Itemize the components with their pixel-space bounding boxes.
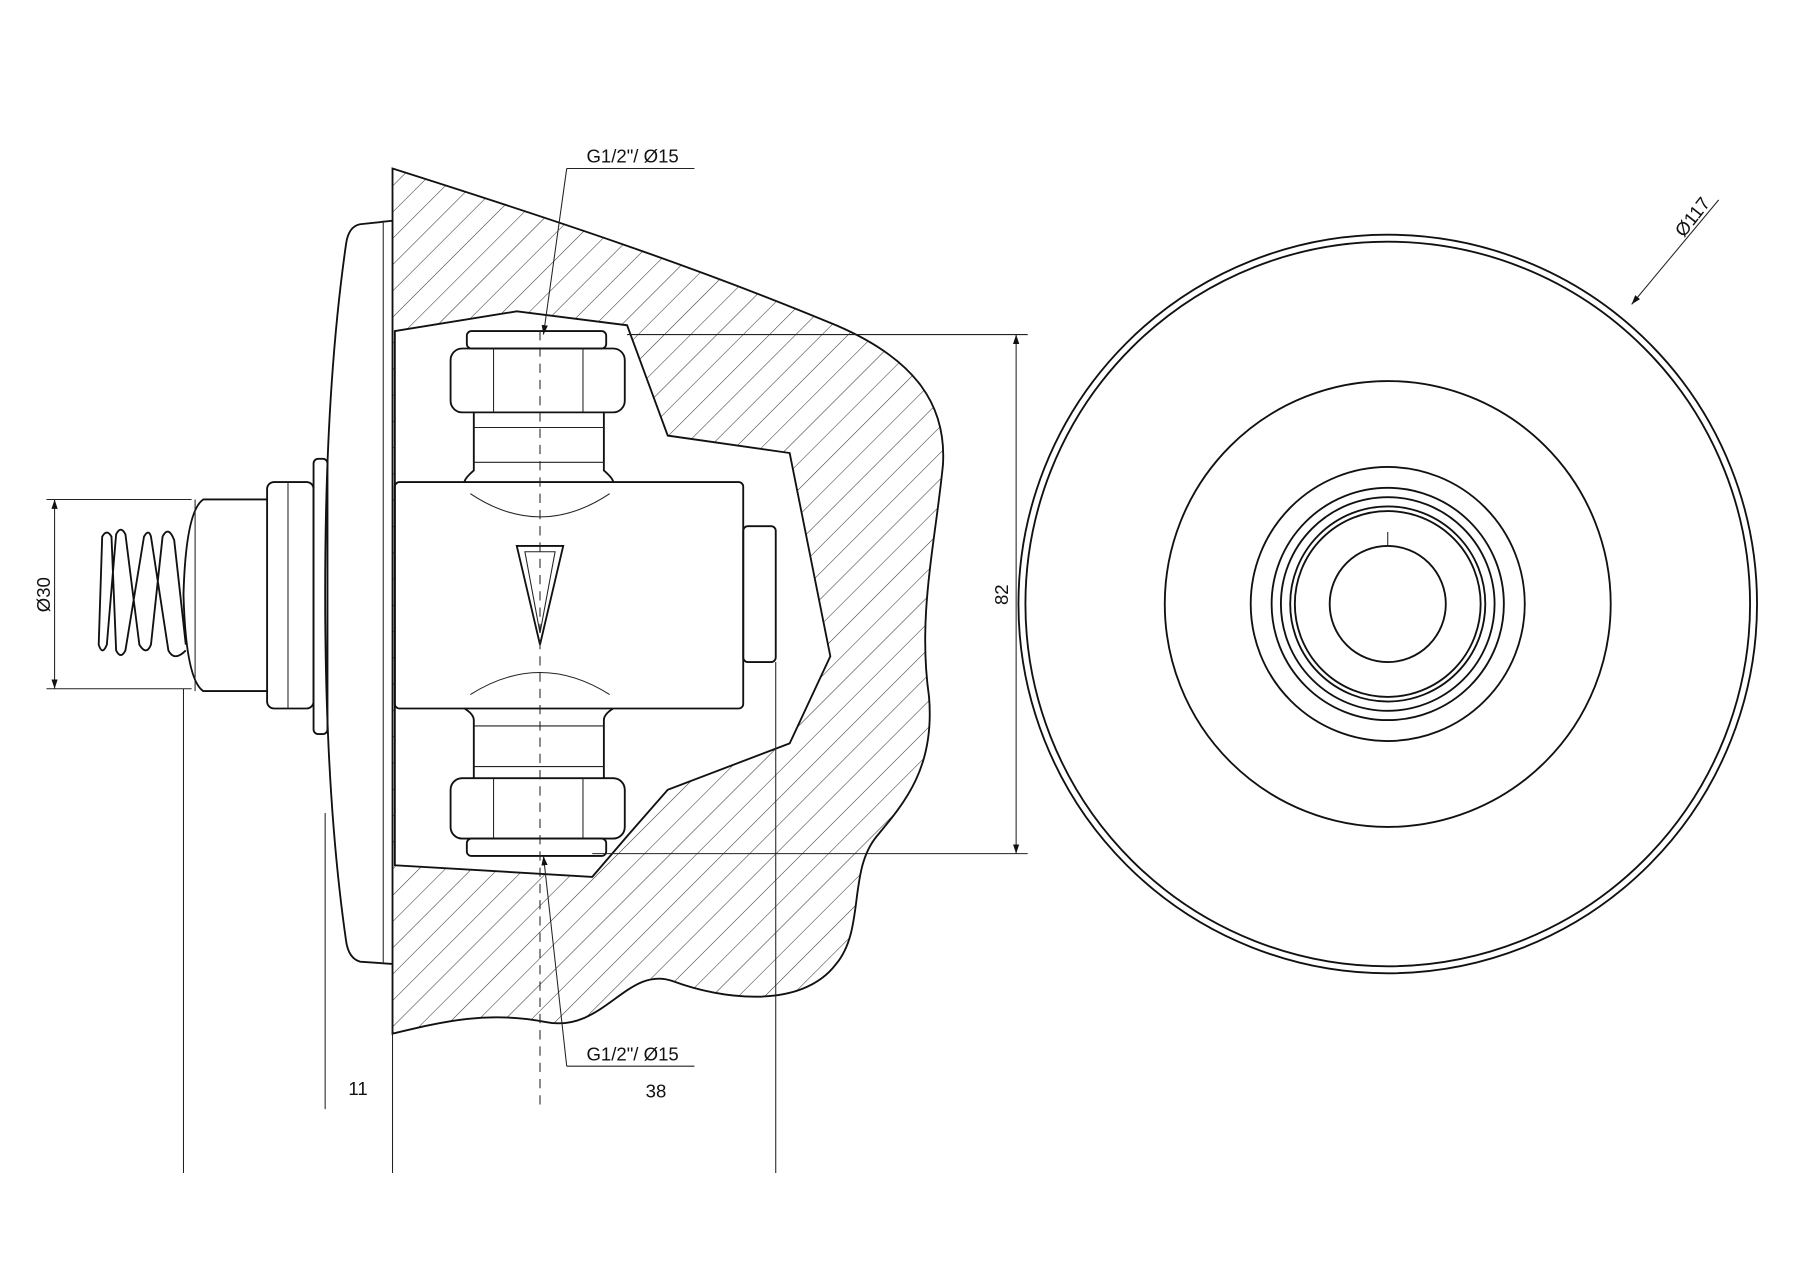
dimension-outer-diameter: Ø117: [1631, 193, 1720, 305]
thread-callout-bottom: G1/2"/ Ø15: [541, 855, 695, 1067]
top-fitting: [465, 330, 608, 350]
bottom-nut: [449, 777, 626, 840]
dimension-height: 82: [592, 334, 1028, 855]
push-button[interactable]: [182, 498, 268, 693]
thread-callout-top: G1/2"/ Ø15: [541, 146, 695, 335]
bottom-fitting: [465, 837, 608, 857]
flange-depth-label: 11: [348, 1078, 367, 1099]
cover-flange: [324, 219, 393, 965]
button-nut: [266, 481, 315, 710]
height-label: 82: [991, 584, 1012, 605]
wall-section-hatched: [391, 167, 945, 1035]
dimension-button-diameter: Ø30: [33, 498, 192, 690]
thread-label-bottom: G1/2"/ Ø15: [586, 1043, 678, 1064]
outer-diameter-label: Ø117: [1670, 193, 1714, 241]
body-depth-label: 38: [646, 1081, 667, 1102]
button-diameter-label: Ø30: [33, 577, 54, 612]
top-nut: [449, 347, 626, 414]
valve-body: [393, 481, 745, 710]
thread-label-top: G1/2"/ Ø15: [586, 146, 678, 167]
body-stub: [742, 525, 777, 663]
spring: [97, 528, 187, 658]
front-view: [1017, 233, 1758, 975]
